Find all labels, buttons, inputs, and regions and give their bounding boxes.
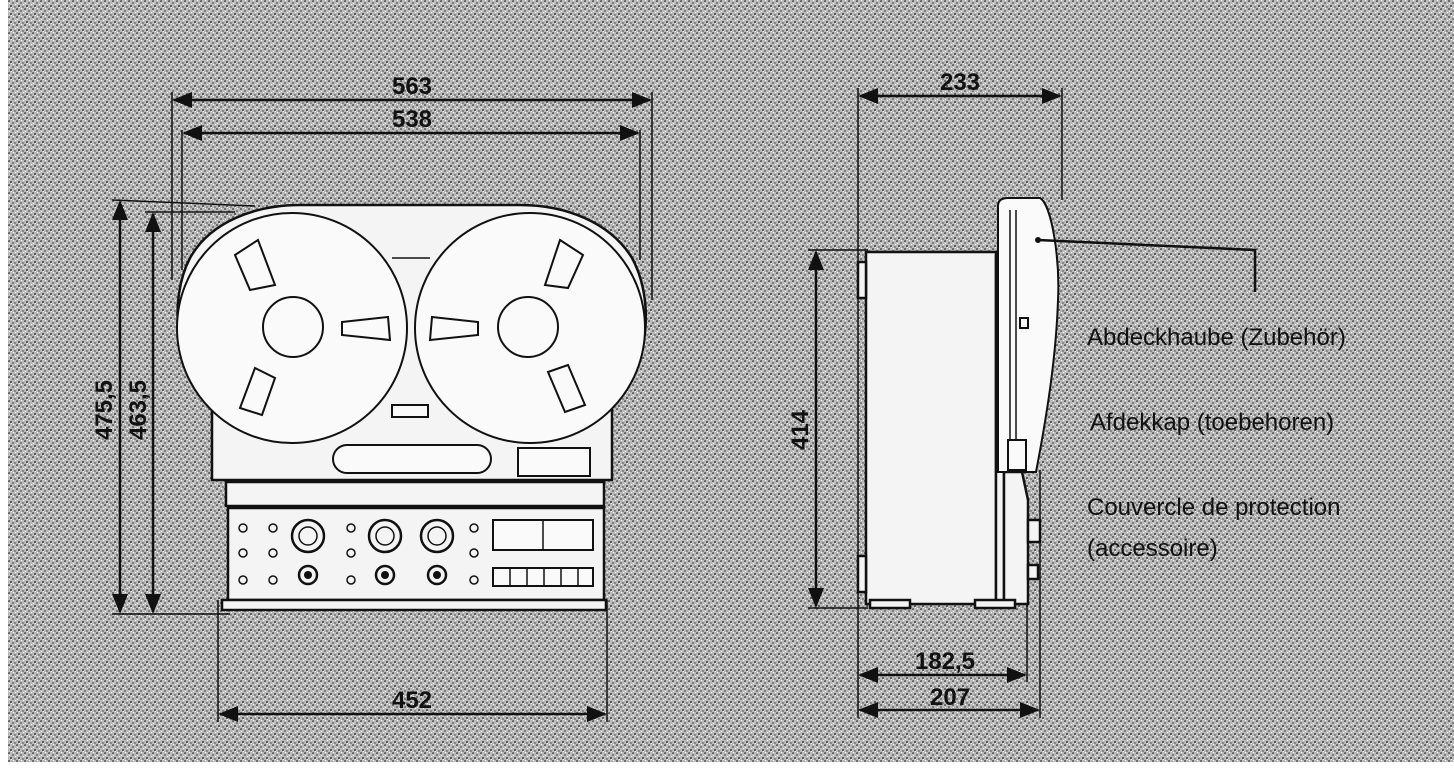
head-block (332, 444, 492, 474)
dim-233: 233 (940, 69, 980, 96)
dim-182-5: 182,5 (915, 648, 975, 675)
label-french-line2: (accessoire) (1087, 535, 1218, 562)
knob-1 (290, 518, 326, 554)
dim-463-5: 463,5 (125, 380, 152, 440)
dim-207: 207 (930, 684, 970, 711)
left-reel-hub (262, 296, 324, 358)
front-view: 563 538 452 475,5 463,5 (91, 73, 653, 722)
side-view: 233 414 182,5 207 (787, 69, 1257, 718)
dim-475-5: 475,5 (91, 380, 118, 440)
label-german: Abdeckhaube (Zubehör) (1087, 324, 1346, 351)
panel-dots (238, 523, 479, 585)
label-french-line1: Couvercle de protection (1087, 494, 1340, 521)
control-panel-top-rail (224, 480, 606, 508)
label-dutch: Afdekkap (toebehoren) (1090, 409, 1334, 436)
protective-cover (997, 197, 1060, 473)
dim-538: 538 (392, 106, 432, 133)
deck-side-body (864, 250, 998, 606)
cover-leader-line (1037, 238, 1257, 292)
knob-3 (419, 518, 455, 554)
right-reel-hub (497, 296, 559, 358)
dim-452: 452 (392, 687, 432, 714)
dim-414: 414 (787, 409, 814, 450)
cover-labels: Abdeckhaube (Zubehör) Afdekkap (toebehor… (1087, 324, 1346, 562)
knob-2 (367, 518, 403, 554)
dim-563: 563 (392, 73, 432, 100)
transport-buttons (492, 567, 594, 587)
